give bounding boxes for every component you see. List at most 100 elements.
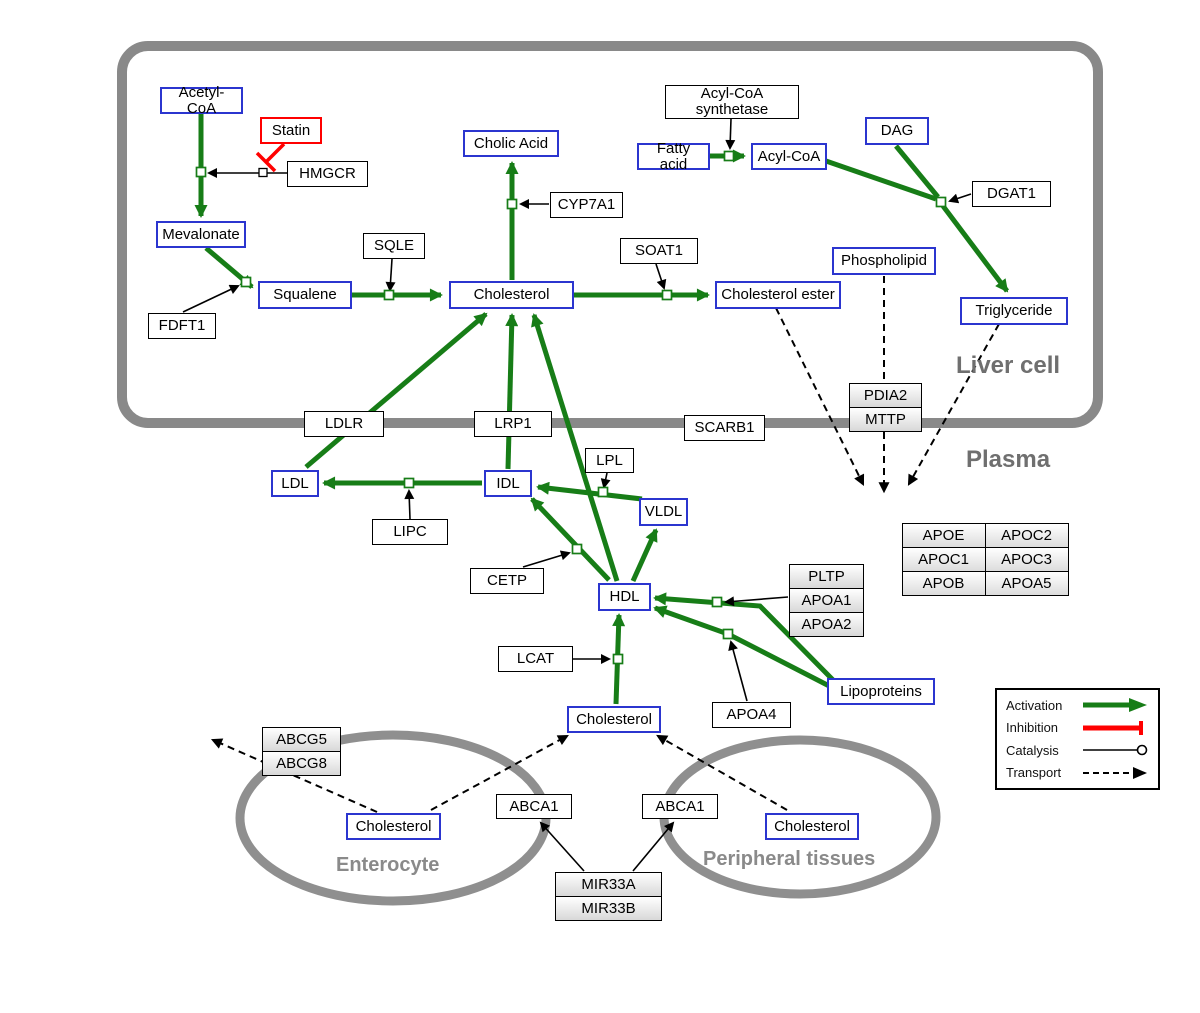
edge-hdl-idl-cetp <box>530 497 611 582</box>
legend-catalysis-label: Catalysis <box>1006 742 1059 758</box>
node-ldl[interactable]: LDL <box>271 470 319 497</box>
node-apoa4[interactable]: APOA4 <box>712 702 791 728</box>
edge-hdl-livercholesterol <box>531 313 620 582</box>
transport-enterocyte-to-plasma <box>430 734 569 811</box>
node-fatty-acid[interactable]: Fatty acid <box>637 140 710 172</box>
edge-dgat-triglyceride <box>941 204 1009 293</box>
liver-cell-label: Liver cell <box>956 352 1061 379</box>
transport-dashed-arrow-icon <box>1083 766 1147 779</box>
node-lcat[interactable]: LCAT <box>498 646 573 672</box>
node-pltp[interactable]: PLTP <box>789 564 864 589</box>
catalysis-lipc <box>404 489 415 520</box>
node-mir33a[interactable]: MIR33A <box>555 872 662 897</box>
node-apoa5[interactable]: APOA5 <box>984 570 1069 596</box>
node-apoc3[interactable]: APOC3 <box>984 546 1069 572</box>
edge-idl-livercholesterol <box>505 313 519 470</box>
node-idl[interactable]: IDL <box>484 470 532 497</box>
node-pdia2[interactable]: PDIA2 <box>849 383 922 408</box>
node-soat1[interactable]: SOAT1 <box>620 238 698 264</box>
node-apoa1[interactable]: APOA1 <box>789 588 864 613</box>
node-apob[interactable]: APOB <box>901 570 986 596</box>
node-lipoproteins[interactable]: Lipoproteins <box>827 678 935 705</box>
node-cholic-acid[interactable]: Cholic Acid <box>463 130 559 157</box>
node-hmgcr[interactable]: HMGCR <box>287 161 368 187</box>
node-phospholipid[interactable]: Phospholipid <box>832 247 936 275</box>
node-abcg8[interactable]: ABCG8 <box>262 751 341 776</box>
catalysis-acylcoa-synthetase <box>725 118 736 150</box>
node-cetp[interactable]: CETP <box>470 568 544 594</box>
node-sqle[interactable]: SQLE <box>363 233 425 259</box>
apolipoprotein-table: APOE APOC2 APOC1 APOC3 APOB APOA5 <box>901 522 1069 596</box>
edge-lipoproteins-hdl-upper <box>653 592 835 682</box>
enterocyte-label: Enterocyte <box>336 854 440 876</box>
activation-arrow-icon <box>1083 698 1147 712</box>
legend-activation-label: Activation <box>1006 697 1063 713</box>
legend-row-catalysis: Catalysis <box>1006 742 1149 758</box>
reaction-nodes <box>195 150 947 665</box>
node-scarb1[interactable]: SCARB1 <box>684 415 765 441</box>
node-dgat1[interactable]: DGAT1 <box>972 181 1051 207</box>
catalysis-cetp <box>522 550 571 568</box>
node-acetyl-coa[interactable]: Acetyl-CoA <box>160 84 243 116</box>
node-cholesterol-ester[interactable]: Cholesterol ester <box>715 281 841 309</box>
node-vldl[interactable]: VLDL <box>639 498 688 526</box>
node-fdft1[interactable]: FDFT1 <box>148 313 216 339</box>
catalysis-dgat1 <box>948 193 972 204</box>
transport-cholesterolester-plasma <box>775 307 865 486</box>
node-abcg5[interactable]: ABCG5 <box>262 727 341 752</box>
edge-vldl-idl <box>536 481 643 502</box>
catalysis-apoa4 <box>728 640 748 702</box>
edge-ldl-livercholesterol <box>304 312 488 469</box>
node-acyl-coa-synthetase[interactable]: Acyl-CoA synthetase <box>665 85 799 119</box>
transport-peripheral-to-plasma <box>656 734 788 811</box>
edge-dag-dgat <box>894 144 940 199</box>
legend-row-activation: Activation <box>1006 697 1149 713</box>
regulation-mir33-abca1-left <box>539 821 585 872</box>
edge-hdl-vldl <box>630 528 659 583</box>
inhibition-edge-statin-hmgcr <box>255 142 286 173</box>
node-lpl[interactable]: LPL <box>585 448 634 473</box>
hmgcr-anchor-node <box>258 167 268 178</box>
node-dag[interactable]: DAG <box>865 117 929 145</box>
liver-cell-outline <box>117 41 1103 428</box>
node-acyl-coa[interactable]: Acyl-CoA <box>751 143 827 170</box>
legend: Activation Inhibition Catalysis Transpor… <box>995 688 1160 790</box>
node-cholesterol-plasma[interactable]: Cholesterol <box>567 706 661 733</box>
node-lipc[interactable]: LIPC <box>372 519 448 545</box>
transport-triglyceride-plasma <box>907 323 1000 486</box>
node-cholesterol-liver[interactable]: Cholesterol <box>449 281 574 309</box>
transport-enterocyte-efflux <box>210 738 378 813</box>
inhibition-tbar-icon <box>1083 720 1143 735</box>
node-apoc1[interactable]: APOC1 <box>901 546 986 572</box>
activation-edges <box>194 114 1009 705</box>
node-ldlr[interactable]: LDLR <box>304 411 384 437</box>
catalysis-circle-icon <box>1083 745 1148 756</box>
catalysis-pltp-apoa <box>724 596 789 607</box>
node-triglyceride[interactable]: Triglyceride <box>960 297 1068 325</box>
catalysis-soat1 <box>655 263 667 290</box>
regulation-mir33-abca1-right <box>632 821 675 872</box>
node-mir33b[interactable]: MIR33B <box>555 896 662 921</box>
legend-transport-label: Transport <box>1006 765 1062 781</box>
node-mevalonate[interactable]: Mevalonate <box>156 221 246 248</box>
node-apoa2[interactable]: APOA2 <box>789 612 864 637</box>
edge-acylcoa-dgat <box>825 158 937 202</box>
legend-inhibition-label: Inhibition <box>1006 720 1059 736</box>
catalysis-edges <box>182 118 972 872</box>
node-cyp7a1[interactable]: CYP7A1 <box>550 192 623 218</box>
node-apoe[interactable]: APOE <box>901 522 986 548</box>
node-mttp[interactable]: MTTP <box>849 407 922 432</box>
node-abca1-enterocyte[interactable]: ABCA1 <box>496 794 572 819</box>
node-lrp1[interactable]: LRP1 <box>474 411 552 437</box>
node-statin[interactable]: Statin <box>260 117 322 144</box>
node-cholesterol-enterocyte[interactable]: Cholesterol <box>346 813 441 840</box>
node-abca1-peripheral[interactable]: ABCA1 <box>642 794 718 819</box>
catalysis-lpl <box>600 472 611 489</box>
plasma-label: Plasma <box>966 446 1051 473</box>
node-cholesterol-peripheral[interactable]: Cholesterol <box>765 813 859 840</box>
node-hdl[interactable]: HDL <box>598 583 651 611</box>
node-apoc2[interactable]: APOC2 <box>984 522 1069 548</box>
node-squalene[interactable]: Squalene <box>258 281 352 309</box>
